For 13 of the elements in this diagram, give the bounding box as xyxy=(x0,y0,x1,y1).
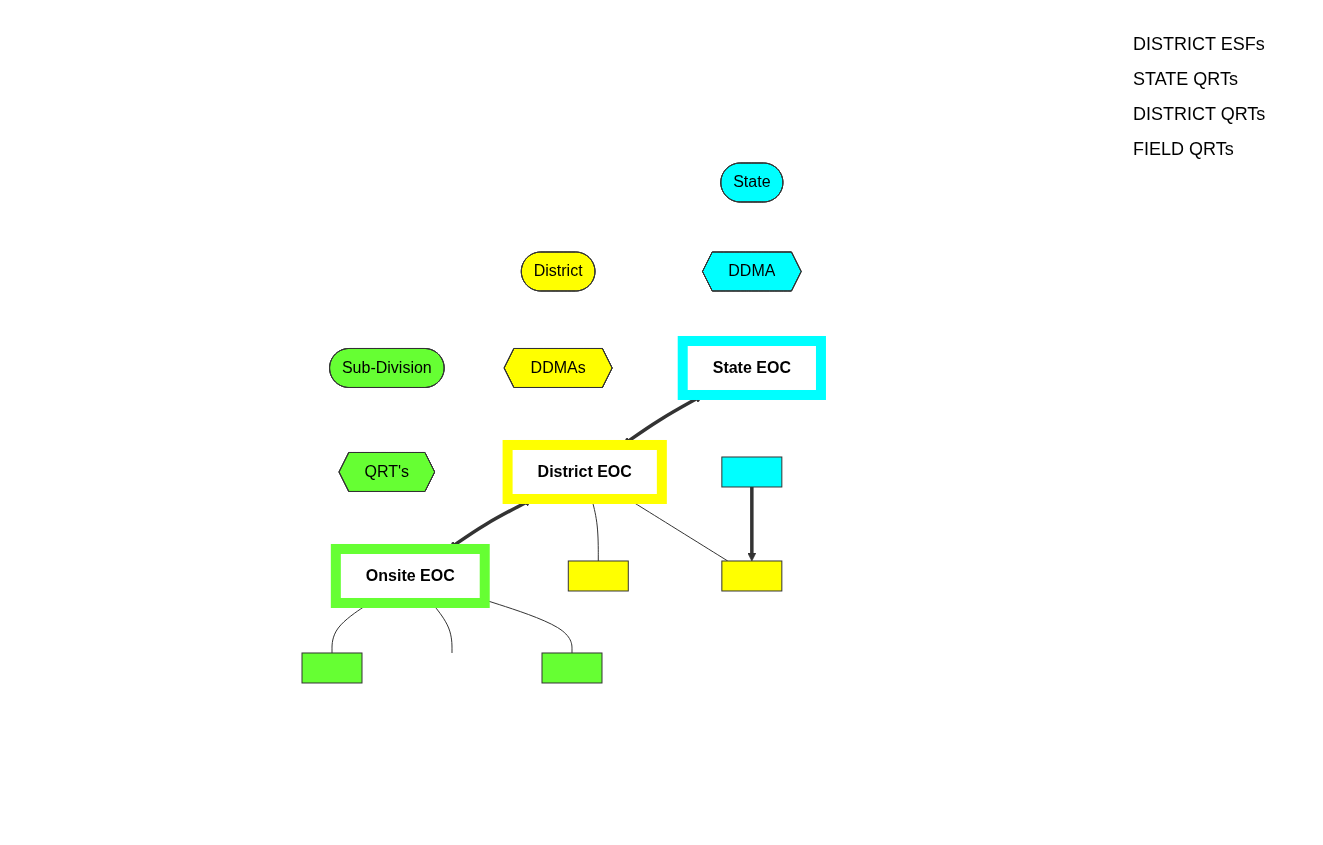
node-box xyxy=(301,652,363,683)
text-label: FIELD QRTs xyxy=(1133,139,1235,160)
node-box xyxy=(541,652,603,683)
node-box: District EOC xyxy=(502,439,667,504)
node-box xyxy=(567,560,629,591)
node-box xyxy=(721,456,783,487)
node-box xyxy=(721,560,783,591)
node-box: State EOC xyxy=(677,335,826,400)
arrow xyxy=(747,486,757,561)
text-label: STATE QRTs xyxy=(1133,69,1239,90)
text-label: DISTRICT ESFs xyxy=(1133,34,1266,55)
text-label: DISTRICT QRTs xyxy=(1133,104,1267,125)
node-box: Onsite EOC xyxy=(330,543,490,608)
